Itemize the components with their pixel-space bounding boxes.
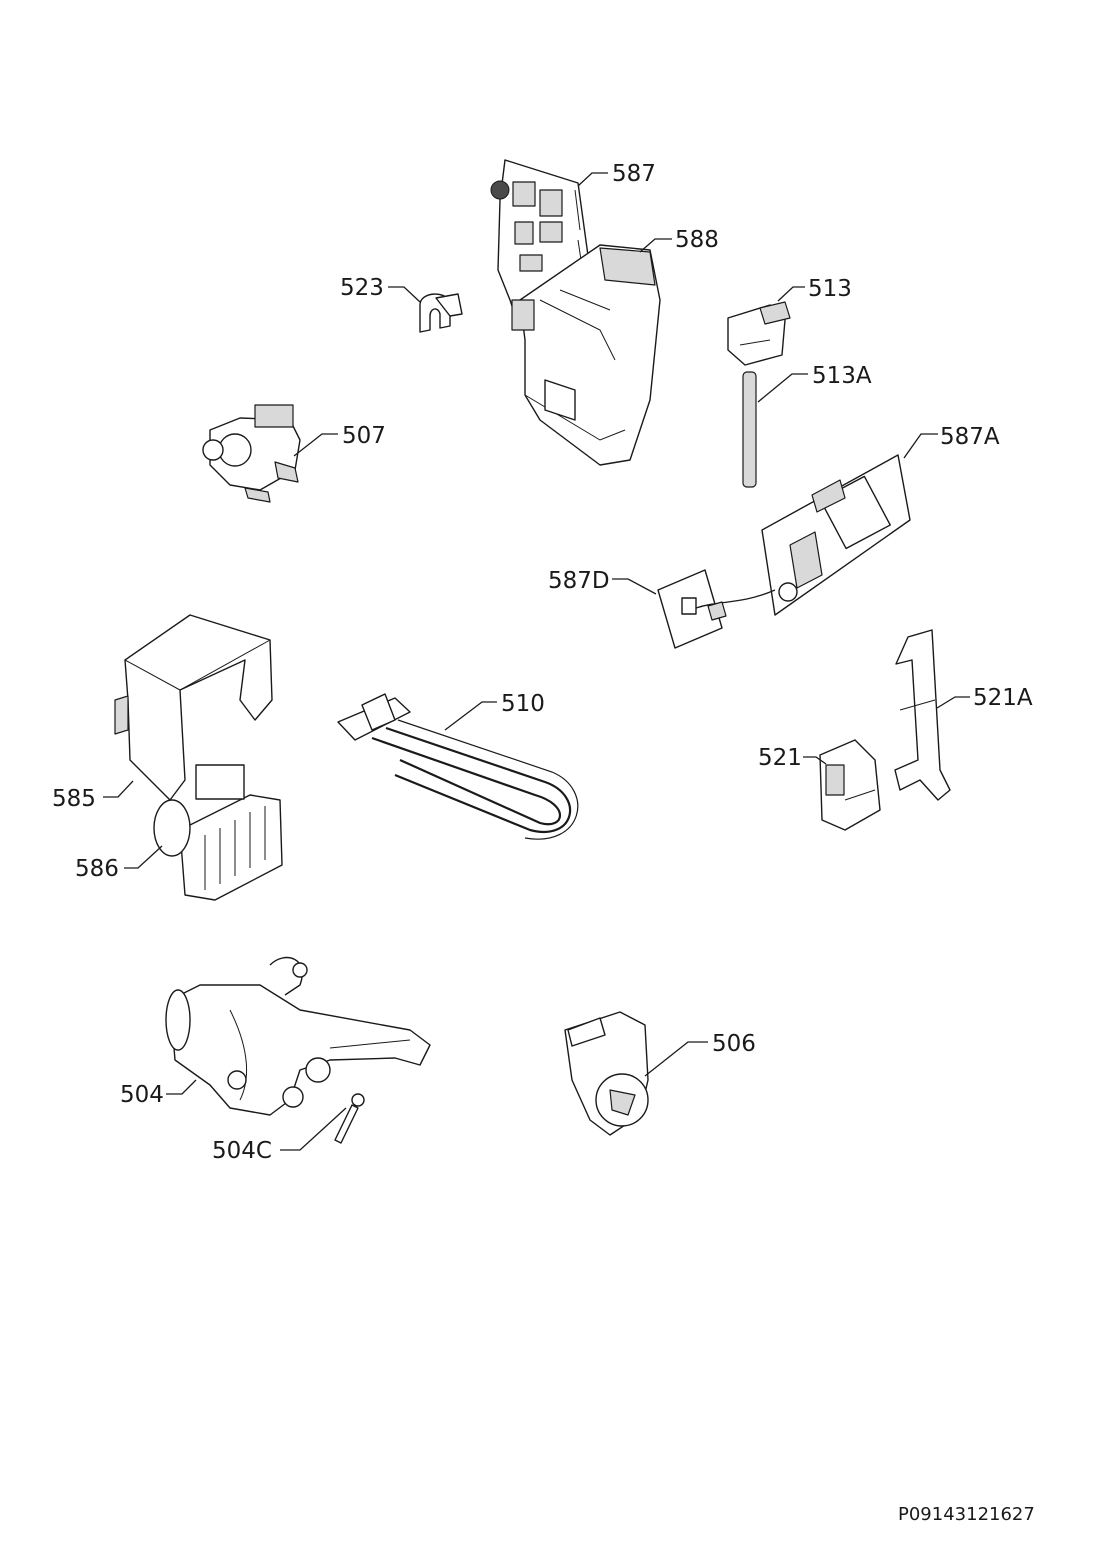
part-585-cover[interactable] [114, 614, 273, 801]
part-588-board-holder[interactable] [511, 244, 661, 466]
leader-587a [903, 433, 938, 459]
leader-587 [577, 172, 608, 187]
part-521-door-lock[interactable] [819, 739, 881, 831]
part-513a-rod[interactable] [742, 371, 757, 488]
leader-586 [124, 845, 163, 869]
leader-585 [103, 780, 134, 798]
leader-lines [103, 172, 970, 1151]
part-513-sensor[interactable] [727, 301, 791, 366]
label-513: 513 [808, 276, 852, 302]
label-507: 507 [342, 423, 386, 449]
part-586-suppression-filter[interactable] [153, 764, 283, 901]
label-506: 506 [712, 1031, 756, 1057]
leader-504c [280, 1107, 347, 1151]
leader-504 [166, 1079, 197, 1095]
part-507-inlet-valve[interactable] [202, 404, 301, 503]
label-586: 586 [75, 856, 119, 882]
leader-587d [612, 578, 657, 595]
label-521: 521 [758, 745, 802, 771]
leader-523 [388, 286, 421, 303]
label-587: 587 [612, 161, 656, 187]
part-523-clip[interactable] [419, 293, 463, 333]
leader-510 [444, 701, 497, 731]
label-587a: 587A [940, 424, 1000, 450]
label-504c: 504C [212, 1138, 272, 1164]
label-510: 510 [501, 691, 545, 717]
leader-507 [293, 433, 338, 457]
leader-513 [777, 286, 805, 302]
label-587d: 587D [548, 568, 610, 594]
label-523: 523 [340, 275, 384, 301]
part-506-drain-pump[interactable] [564, 1011, 649, 1136]
leader-588 [639, 238, 672, 253]
leader-506 [644, 1041, 708, 1077]
label-588: 588 [675, 227, 719, 253]
part-504-motor[interactable] [165, 956, 431, 1116]
label-585: 585 [52, 786, 96, 812]
part-labels: 587 588 523 513 513A 507 587A 587D 510 5… [52, 161, 1033, 1164]
label-513a: 513A [812, 363, 872, 389]
leader-521 [803, 756, 827, 765]
leader-521a [936, 696, 970, 709]
part-587d-encoder-plate[interactable] [657, 569, 776, 649]
part-521a-lock-rail[interactable] [894, 629, 951, 801]
drawing-code: P09143121627 [898, 1504, 1035, 1525]
part-504c-screw[interactable] [334, 1093, 365, 1144]
part-587a-display-board[interactable] [761, 454, 911, 616]
label-504: 504 [120, 1082, 164, 1108]
leader-513a [757, 373, 808, 403]
part-510-heating-element[interactable] [337, 693, 579, 840]
label-521a: 521A [973, 685, 1033, 711]
